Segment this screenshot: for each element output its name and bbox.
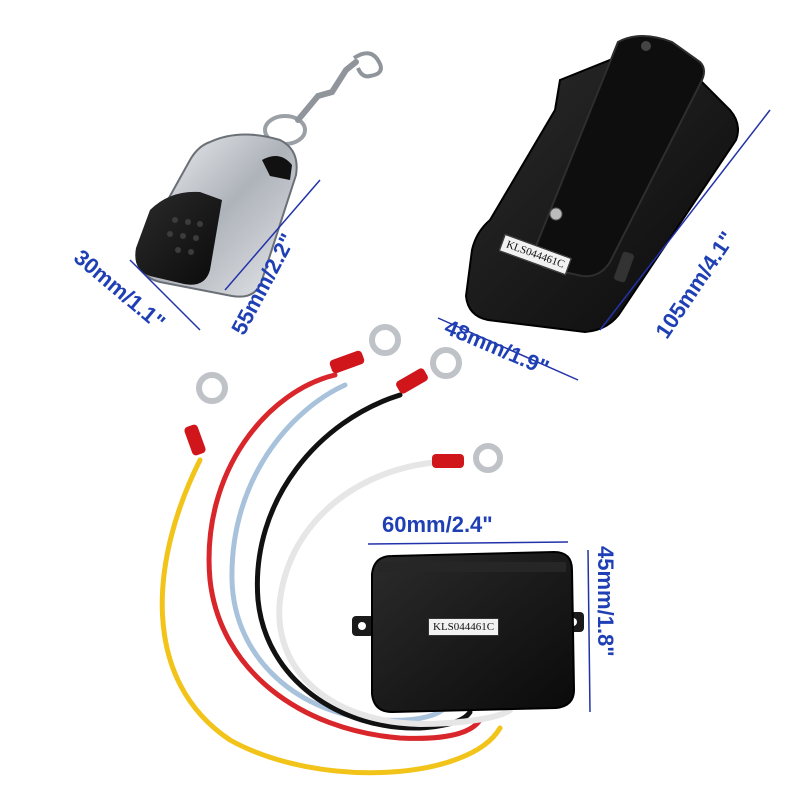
screw-icon bbox=[549, 207, 563, 221]
receiver-height-line bbox=[599, 109, 771, 331]
remote-button-panel bbox=[135, 191, 222, 285]
wire-red bbox=[206, 372, 483, 741]
module-width-label: 60mm/2.4" bbox=[382, 512, 493, 537]
receiver-width-line bbox=[437, 317, 579, 381]
side-switch bbox=[614, 251, 634, 283]
dimension-lines bbox=[129, 109, 771, 713]
module-height-label: 45mm/1.8" bbox=[593, 546, 618, 657]
module-width-line bbox=[367, 541, 569, 545]
clip-hole-icon bbox=[641, 41, 651, 51]
wire-white bbox=[276, 459, 513, 728]
module-model-label: KLS044461C bbox=[428, 618, 500, 636]
ring-terminal-icon bbox=[196, 372, 228, 404]
ring-terminals bbox=[184, 324, 503, 473]
keychain-clasp-icon bbox=[295, 59, 359, 123]
wire-yellow bbox=[159, 457, 503, 776]
ring-terminal-icon bbox=[430, 347, 462, 379]
wire-black bbox=[254, 392, 473, 731]
ring-terminal-icon bbox=[369, 324, 401, 356]
module-height-line bbox=[587, 549, 591, 713]
remote-keyfob bbox=[135, 51, 383, 298]
remote-height-line bbox=[224, 179, 321, 291]
ring-terminal-icon bbox=[473, 443, 503, 473]
wire-blue bbox=[229, 382, 451, 723]
wiring-harness bbox=[159, 372, 513, 776]
remote-width-line bbox=[129, 259, 201, 331]
keychain-hook-icon bbox=[352, 51, 383, 79]
